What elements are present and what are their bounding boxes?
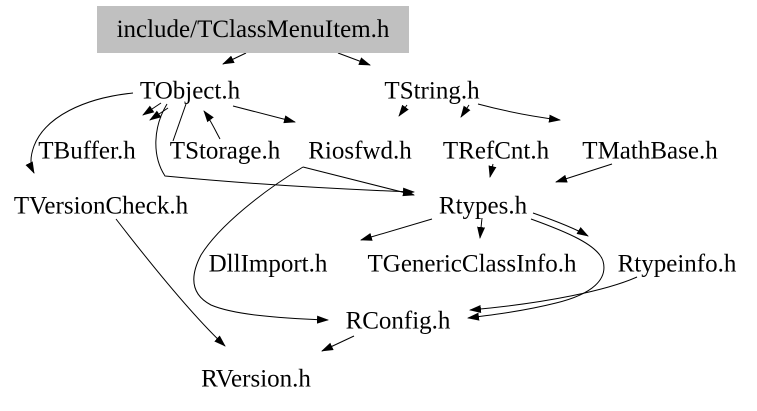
node-dllimport[interactable]: DllImport.h bbox=[208, 250, 328, 278]
edge-rconfig-rversion bbox=[321, 335, 355, 352]
edge-tobject-tstorage bbox=[172, 103, 187, 142]
edge-rtypes-rtypeinfo bbox=[532, 212, 589, 237]
node-rversion[interactable]: RVersion.h bbox=[201, 365, 311, 393]
node-tgenericclassinfo[interactable]: TGenericClassInfo.h bbox=[367, 250, 577, 278]
edge-tversioncheck-rversion bbox=[115, 218, 226, 347]
node-tobject[interactable]: TObject.h bbox=[139, 77, 241, 105]
edge-riosfwd-rconfig bbox=[193, 166, 329, 324]
edge-tobject-rtypes bbox=[155, 103, 415, 196]
node-tmathbase[interactable]: TMathBase.h bbox=[582, 137, 718, 165]
node-riosfwd[interactable]: Riosfwd.h bbox=[308, 137, 412, 165]
edge-rtypes-tgenericclassinfo bbox=[477, 217, 486, 239]
edge-rtypes-dllimport bbox=[360, 218, 433, 241]
edge-root-tstring bbox=[337, 52, 371, 66]
node-rtypeinfo[interactable]: Rtypeinfo.h bbox=[617, 250, 737, 278]
edge-tobject-tbuffer-2 bbox=[149, 107, 169, 121]
edge-root-tobject bbox=[222, 52, 247, 65]
edge-tstring-riosfwd bbox=[398, 104, 409, 117]
edge-rtypeinfo-rconfig bbox=[469, 276, 638, 313]
edge-tmathbase-rtypes bbox=[555, 163, 613, 183]
node-rconfig[interactable]: RConfig.h bbox=[345, 307, 451, 335]
node-tversioncheck[interactable]: TVersionCheck.h bbox=[13, 192, 189, 220]
node-rtypes[interactable]: Rtypes.h bbox=[438, 192, 528, 220]
node-tbuffer[interactable]: TBuffer.h bbox=[38, 137, 136, 165]
edge-riosfwd-rtypes bbox=[302, 166, 415, 197]
node-tstorage[interactable]: TStorage.h bbox=[169, 137, 281, 165]
edge-tstring-trefcnt bbox=[460, 104, 471, 118]
node-include-tclassmenuitem: include/TClassMenuItem.h bbox=[97, 6, 409, 53]
edge-tstorage-tobject bbox=[203, 110, 221, 140]
node-tstring[interactable]: TString.h bbox=[384, 77, 480, 105]
edge-tstring-tmathbase bbox=[477, 103, 561, 123]
node-trefcnt[interactable]: TRefCnt.h bbox=[442, 137, 550, 165]
edge-rtypes-rconfig bbox=[467, 218, 605, 321]
edge-tobject-tbuffer bbox=[142, 102, 162, 116]
edge-trefcnt-rtypes bbox=[488, 163, 497, 178]
edge-tobject-tversioncheck bbox=[25, 92, 134, 174]
edge-tobject-riosfwd bbox=[232, 105, 296, 124]
